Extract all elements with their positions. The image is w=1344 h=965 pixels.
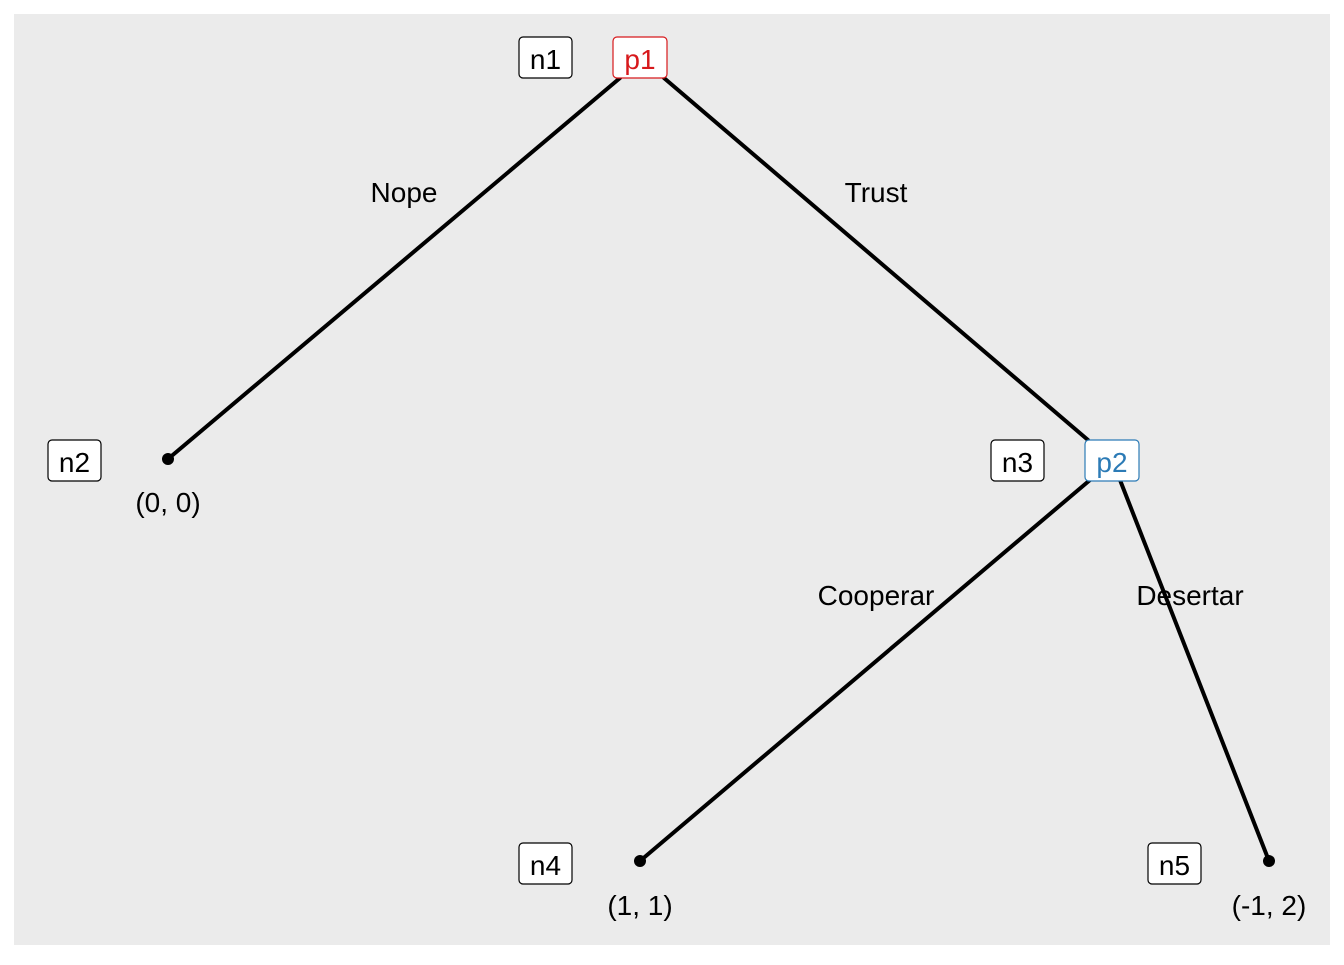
- terminal-node-n4-dot: [634, 855, 646, 867]
- edge-cooperar: [638, 478, 1092, 863]
- action-label-trust: Trust: [845, 177, 908, 208]
- node-id-text-n4: n4: [530, 850, 561, 881]
- payoff-label-n4: (1, 1): [607, 890, 672, 921]
- node-id-label-n5: n5: [1147, 842, 1202, 885]
- action-label-desertar: Desertar: [1136, 580, 1243, 611]
- player-text-p2: p2: [1096, 447, 1127, 478]
- node-id-labels-layer: n1 n2 n3 n4 n5: [47, 36, 1202, 885]
- player-label-p2: p2: [1084, 439, 1140, 482]
- player-text-p1: p1: [624, 44, 655, 75]
- action-label-cooperar: Cooperar: [818, 580, 935, 611]
- node-id-label-n4: n4: [518, 842, 573, 885]
- edge-desertar: [1118, 478, 1271, 863]
- player-label-p1: p1: [612, 36, 668, 79]
- payoff-labels-layer: (0, 0) (1, 1) (-1, 2): [135, 487, 1306, 921]
- edge-trust: [662, 76, 1090, 442]
- action-label-nope: Nope: [371, 177, 438, 208]
- node-id-text-n5: n5: [1159, 850, 1190, 881]
- edge-nope: [166, 76, 622, 461]
- node-id-label-n2: n2: [47, 439, 102, 482]
- action-labels-layer: Nope Trust Cooperar Desertar: [371, 177, 1244, 611]
- payoff-label-n2: (0, 0): [135, 487, 200, 518]
- node-id-text-n3: n3: [1002, 447, 1033, 478]
- node-id-label-n3: n3: [990, 439, 1045, 482]
- payoff-label-n5: (-1, 2): [1232, 890, 1307, 921]
- terminal-node-n5-dot: [1263, 855, 1275, 867]
- terminal-dots-layer: [162, 453, 1275, 867]
- edges-layer: [166, 76, 1271, 863]
- node-id-text-n2: n2: [59, 447, 90, 478]
- node-id-label-n1: n1: [518, 36, 573, 79]
- player-labels-layer: p1 p2: [612, 36, 1140, 482]
- node-id-text-n1: n1: [530, 44, 561, 75]
- terminal-node-n2-dot: [162, 453, 174, 465]
